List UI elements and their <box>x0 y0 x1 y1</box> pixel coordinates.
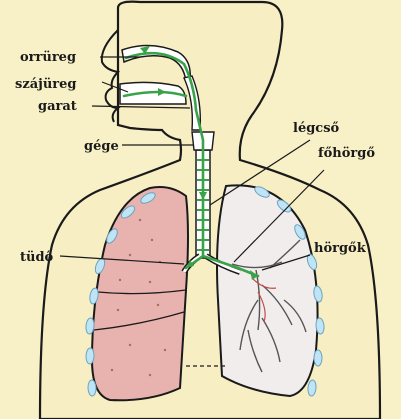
label-legcso: légcső <box>293 121 340 136</box>
label-szajureg: szájüreg <box>15 77 77 92</box>
label-orrureg: orrüreg <box>20 50 76 65</box>
label-fohorgo: főhörgő <box>318 146 375 161</box>
label-horgok: hörgők <box>314 241 367 256</box>
label-garat: garat <box>38 99 77 114</box>
label-tudo: tüdő <box>20 250 54 265</box>
label-gege: gége <box>84 139 119 154</box>
